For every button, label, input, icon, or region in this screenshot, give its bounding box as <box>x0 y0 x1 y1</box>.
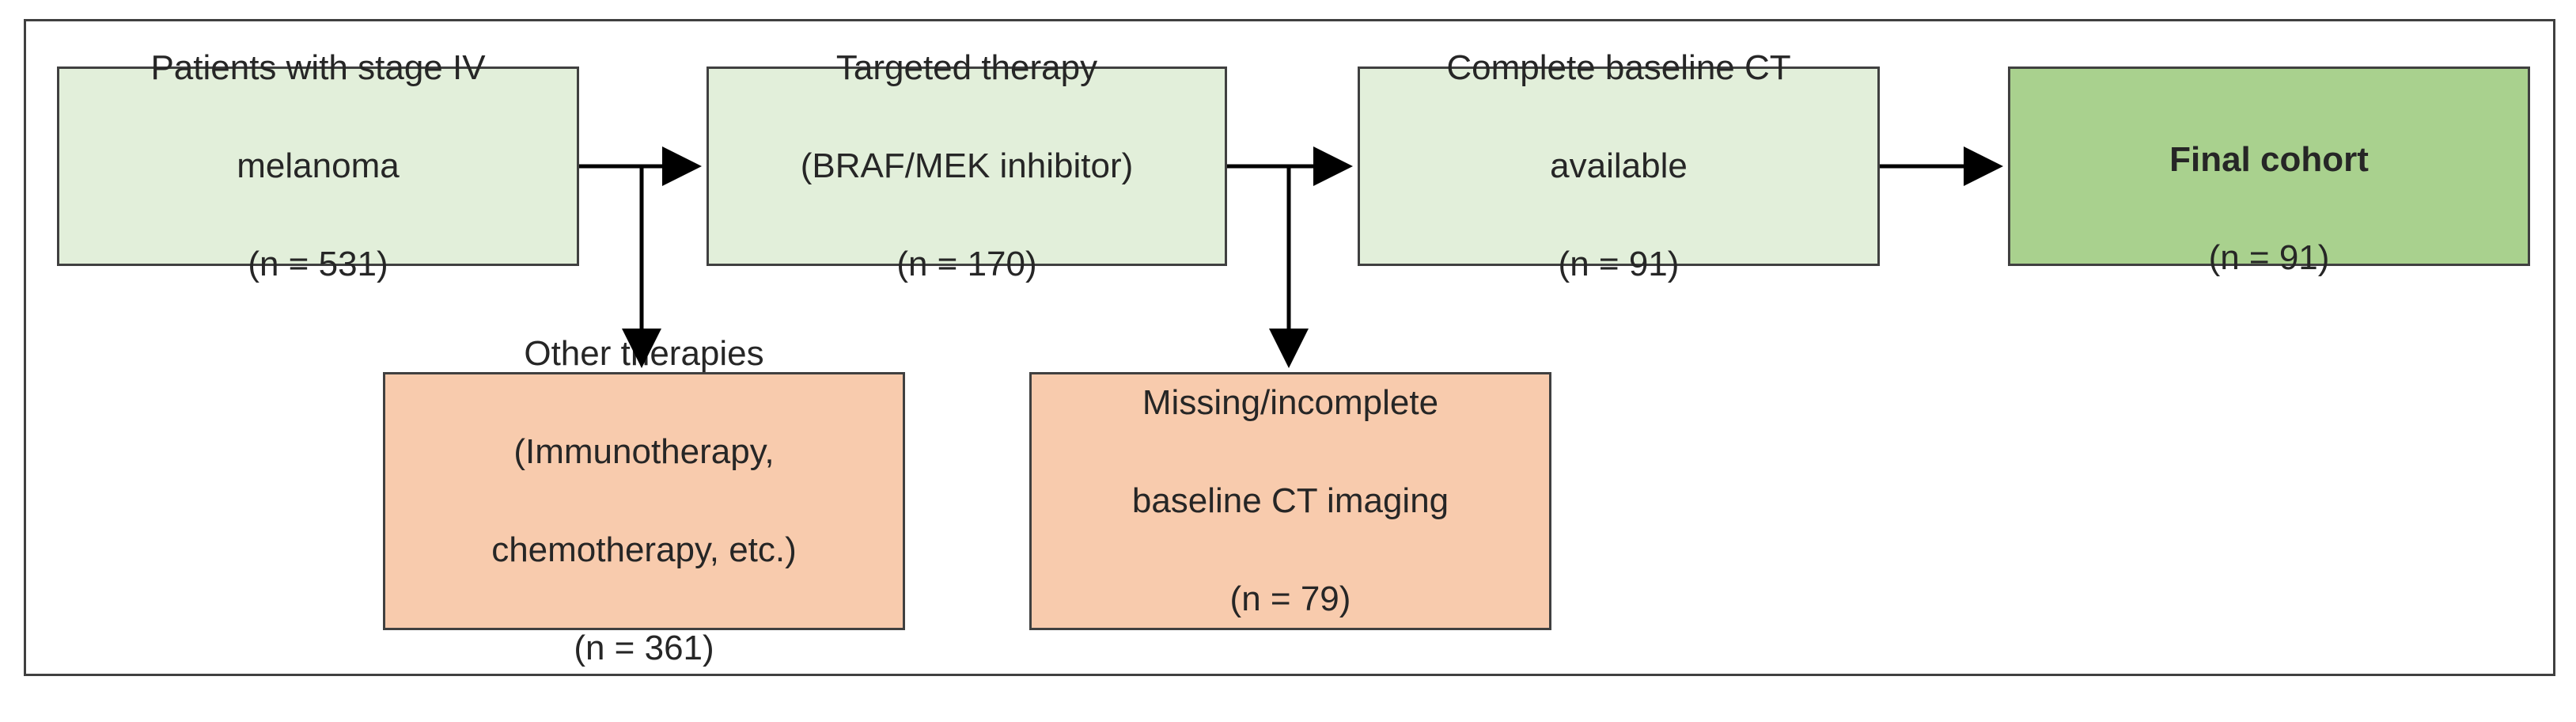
box-patients-stage-iv: Patients with stage IV melanoma (n = 531… <box>57 48 579 283</box>
box-patients-line-2: melanoma <box>237 146 400 185</box>
box-complete-line-1: Complete baseline CT <box>1446 48 1791 87</box>
box-final-cohort: Final cohort (n = 91) <box>2008 66 2530 277</box>
box-targeted-count: (n = 170) <box>896 245 1037 283</box>
box-other-count: (n = 361) <box>574 629 714 667</box>
box-targeted-line-2: (BRAF/MEK inhibitor) <box>800 146 1134 185</box>
box-targeted-therapy: Targeted therapy (BRAF/MEK inhibitor) (n… <box>707 48 1227 283</box>
box-final-title: Final cohort <box>2169 140 2369 179</box>
box-other-line-2: (Immunotherapy, <box>513 432 775 471</box>
box-missing-baseline-ct: Missing/incomplete baseline CT imaging (… <box>1029 372 1551 630</box>
box-missing-line-1: Missing/incomplete <box>1142 383 1439 422</box>
box-complete-baseline-ct: Complete baseline CT available (n = 91) <box>1358 48 1880 283</box>
box-other-line-1: Other therapies <box>524 334 764 373</box>
box-complete-line-2: available <box>1550 146 1688 185</box>
box-other-line-3: chemotherapy, etc.) <box>491 530 797 569</box>
box-final-count: (n = 91) <box>2208 238 2330 277</box>
box-complete-count: (n = 91) <box>1558 245 1680 283</box>
box-patients-count: (n = 531) <box>248 245 388 283</box>
box-other-therapies: Other therapies (Immunotherapy, chemothe… <box>383 334 905 667</box>
box-patients-line-1: Patients with stage IV <box>150 48 486 87</box>
box-targeted-line-1: Targeted therapy <box>835 48 1098 87</box>
box-missing-count: (n = 79) <box>1229 580 1351 618</box>
box-missing-line-2: baseline CT imaging <box>1131 481 1449 520</box>
